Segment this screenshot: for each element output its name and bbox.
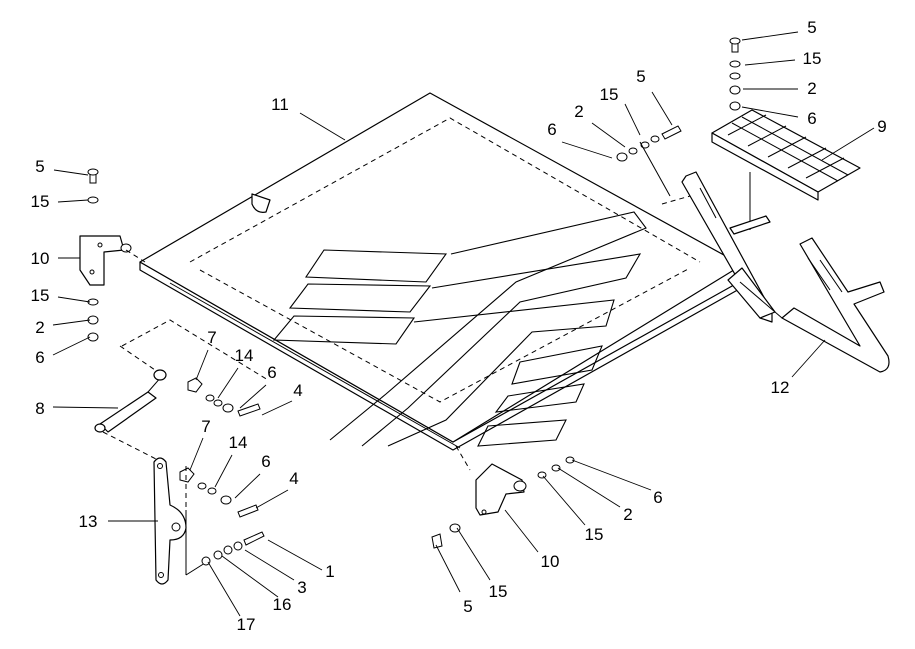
callout-number: 2 [574, 102, 583, 121]
callout-number: 5 [636, 67, 645, 86]
rear-frame [681, 171, 776, 323]
callout-number: 6 [261, 452, 270, 471]
callout-number: 15 [31, 286, 50, 305]
callout-leader [456, 527, 491, 581]
callout-number: 4 [293, 381, 302, 400]
fasteners-set-2 [179, 467, 259, 518]
callout-leader [57, 296, 91, 303]
callout-number: 6 [653, 488, 662, 507]
callout-leader [52, 406, 119, 409]
callout-number: 5 [463, 597, 472, 616]
callout-leader [53, 169, 89, 176]
callout-leader [261, 400, 293, 416]
callout-number: 3 [297, 578, 306, 597]
callout-leader [542, 475, 586, 526]
assembly-lines [121, 195, 691, 510]
callout-number: 12 [771, 378, 790, 397]
callout-number: 1 [325, 562, 334, 581]
callout-leader [591, 122, 626, 148]
callout-number: 5 [807, 18, 816, 37]
fasteners-set-1 [187, 377, 261, 417]
callout-number: 11 [271, 95, 289, 114]
callout-number: 4 [289, 469, 298, 488]
fasteners-top-right-panel [616, 125, 682, 197]
callout-leader [741, 106, 799, 118]
callout-number: 13 [79, 512, 98, 531]
callout-number: 16 [273, 595, 292, 614]
callout-number: 15 [585, 525, 604, 544]
callout-leader [255, 489, 289, 509]
callout-number: 6 [35, 348, 44, 367]
bracket-10-left [79, 235, 132, 286]
callout-leader [744, 59, 796, 66]
callout-leader [821, 127, 875, 161]
callout-leader [557, 467, 621, 508]
callout-leader [189, 437, 204, 471]
callout-leader [651, 91, 673, 126]
callout-number: 5 [35, 157, 44, 176]
bracket-10-bottom [455, 445, 527, 516]
callout-leader [52, 336, 91, 356]
callout-leader [571, 459, 652, 491]
callout-leader [244, 549, 295, 581]
callout-leader [435, 544, 461, 593]
callout-number: 14 [235, 346, 254, 365]
hinge-plate-13 [153, 457, 206, 585]
fasteners-upper-left [87, 168, 99, 342]
callout-number: 7 [201, 417, 210, 436]
callout-number: 17 [237, 615, 256, 634]
frame-12 [739, 237, 890, 373]
callout-number: 6 [807, 109, 816, 128]
callout-leader [267, 539, 323, 571]
fasteners-bottom [431, 456, 575, 549]
callout-number: 2 [807, 79, 816, 98]
gas-strut-8 [94, 345, 167, 461]
callout-number: 2 [623, 505, 632, 524]
callout-leader [561, 141, 613, 159]
callout-leader [504, 509, 539, 553]
callout-leader [195, 349, 209, 381]
callout-number: 15 [31, 192, 50, 211]
callout-number: 2 [35, 318, 44, 337]
callout-number: 15 [803, 49, 822, 68]
cover-panel [139, 92, 751, 451]
callout-leader [221, 555, 279, 598]
tray-9 [711, 109, 861, 201]
callout-leader [57, 199, 89, 203]
callout-leader [52, 319, 91, 326]
callout-leader [239, 384, 267, 409]
callout-number: 8 [35, 399, 44, 418]
callout-leader [207, 561, 241, 617]
callout-number: 10 [31, 249, 50, 268]
callout-leader [217, 367, 239, 399]
callout-number: 7 [207, 328, 216, 347]
callout-leader [741, 31, 799, 41]
callout-number: 14 [229, 433, 248, 452]
fasteners-above-tray [729, 37, 751, 230]
callout-number: 6 [547, 120, 556, 139]
callout-leader [624, 103, 641, 136]
callout-number: 10 [541, 552, 560, 571]
callout-number: 15 [600, 85, 619, 104]
callout-leader [234, 473, 261, 499]
callout-number: 6 [267, 363, 276, 382]
fasteners-set-3 [201, 531, 265, 566]
callout-leader [299, 112, 346, 141]
callout-number: 15 [489, 582, 508, 601]
callout-leader [791, 339, 826, 378]
callout-leader [214, 454, 233, 488]
callout-number: 9 [877, 117, 886, 136]
